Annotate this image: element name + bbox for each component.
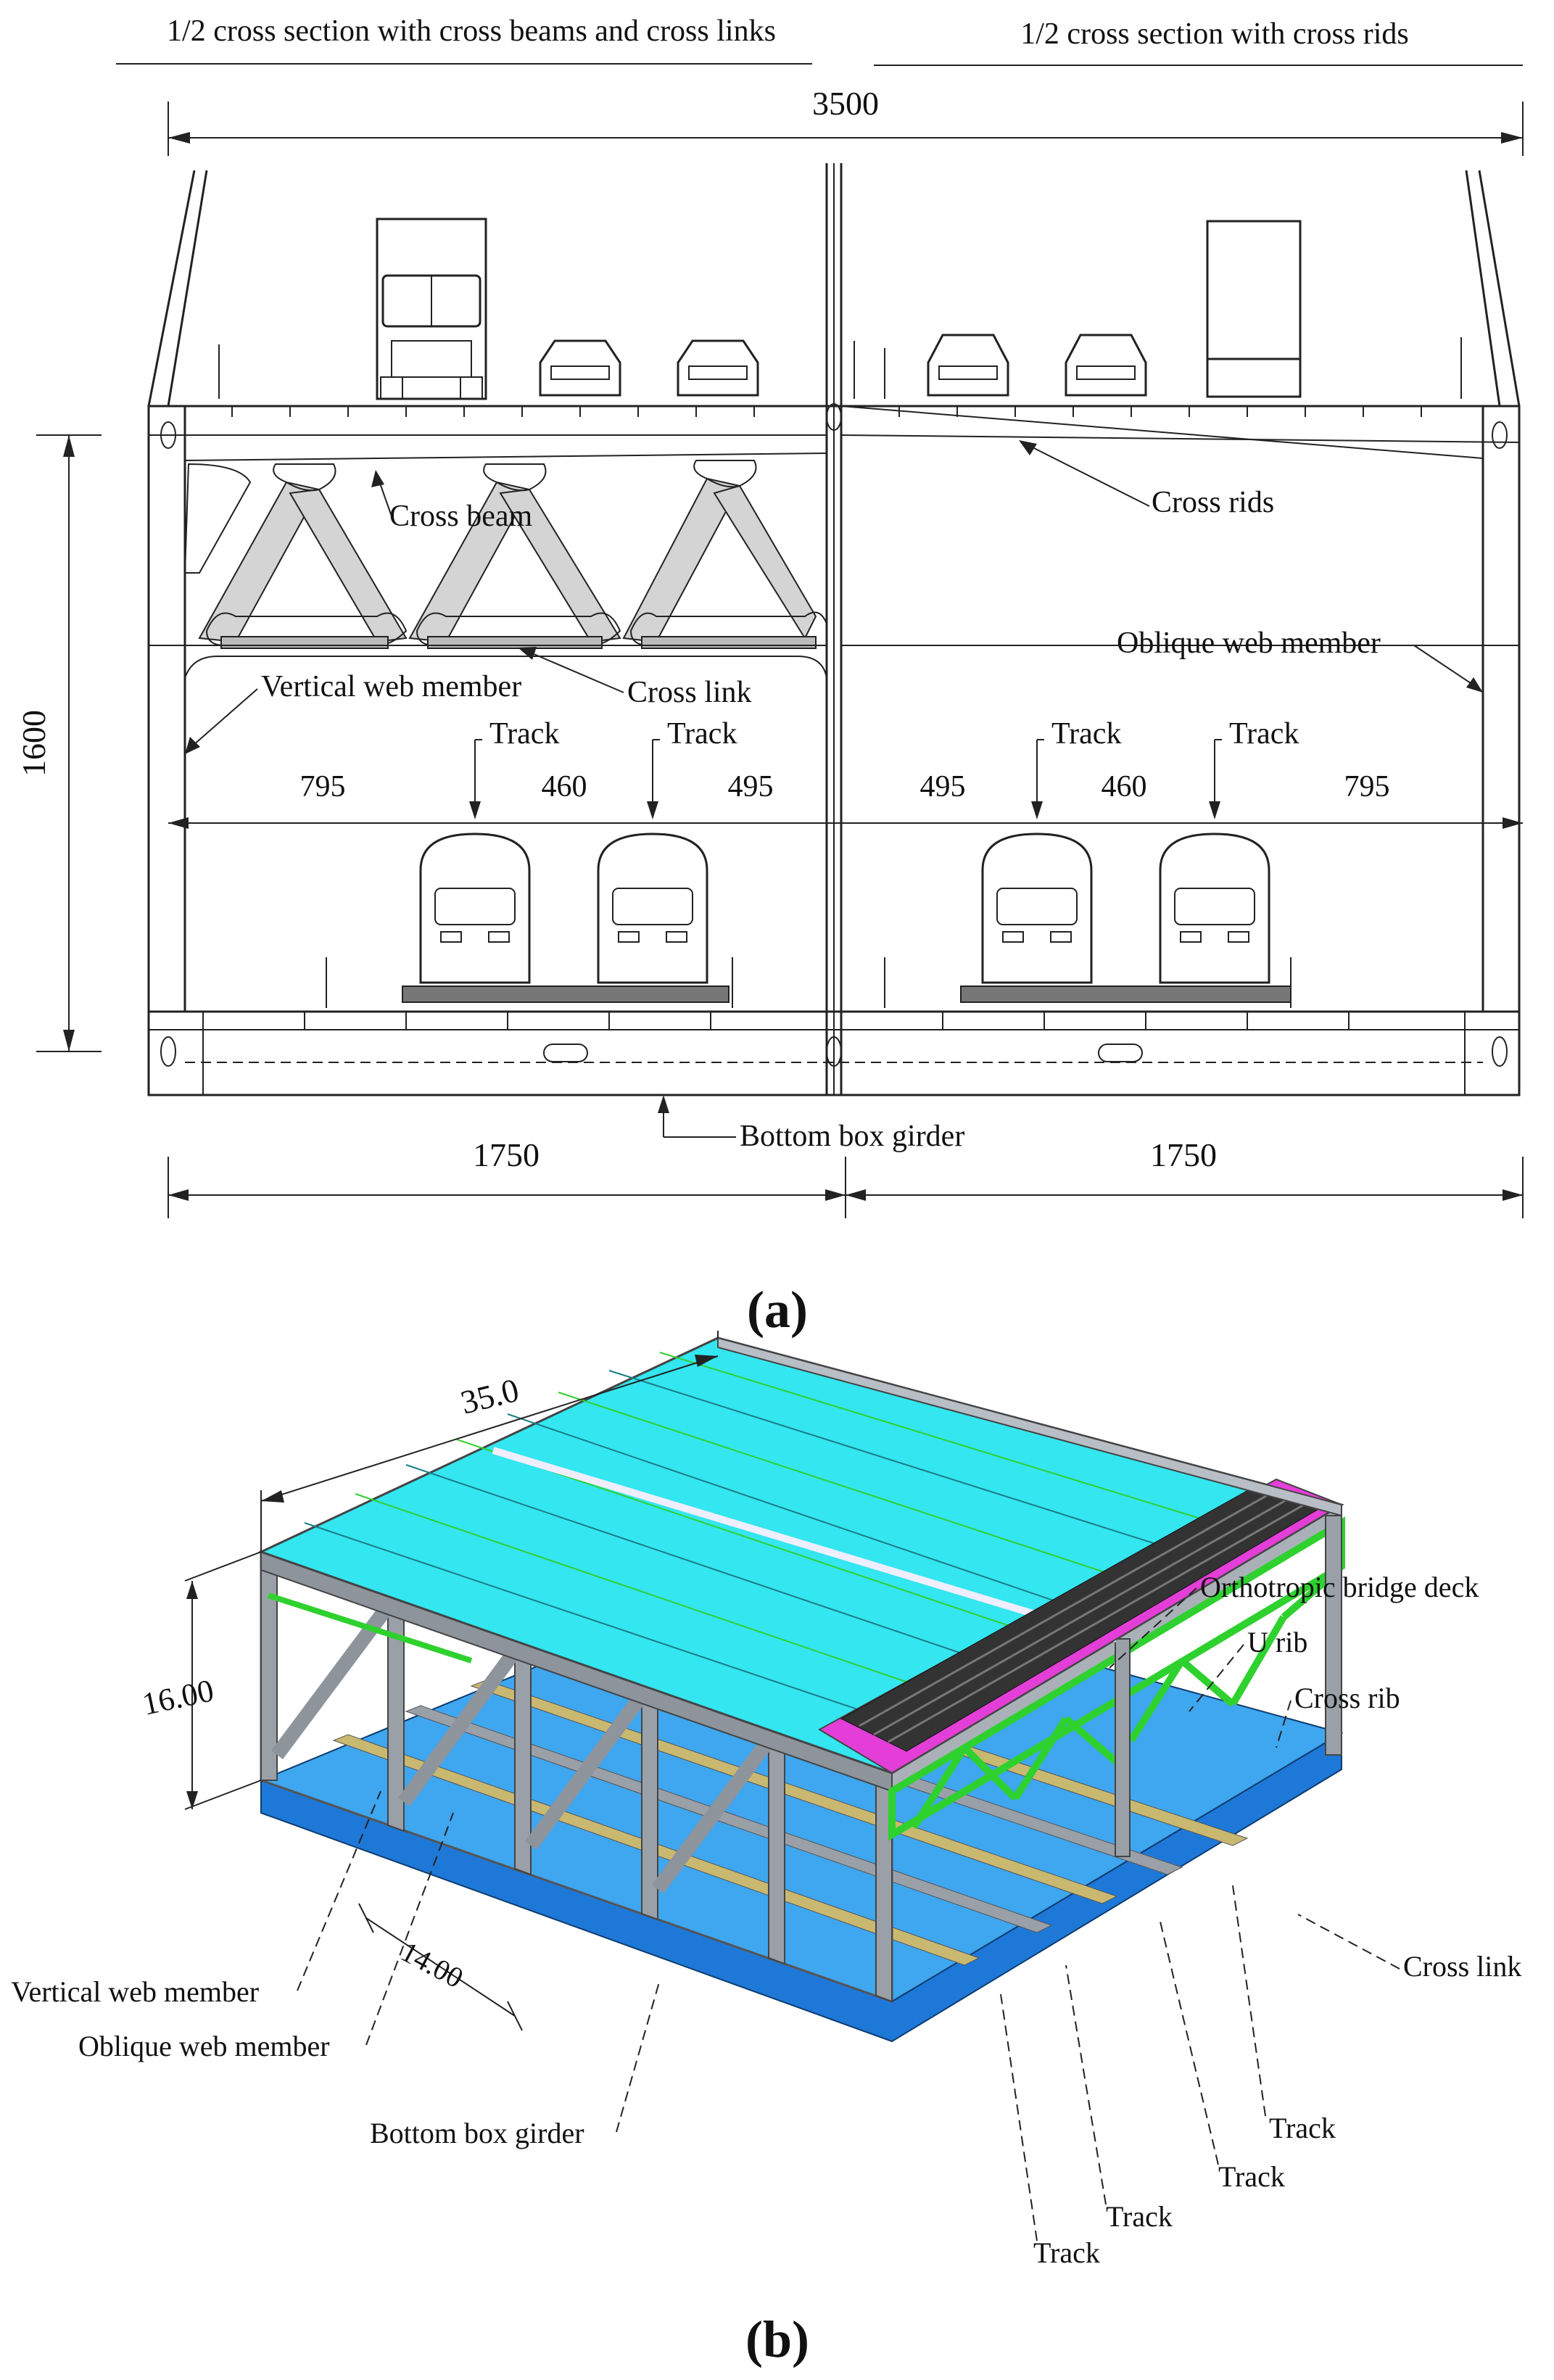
label-cross-link-a: Cross link xyxy=(627,676,752,709)
label-deck: Orthotropic bridge deck xyxy=(1200,1571,1479,1603)
caption-a: (a) xyxy=(747,1281,808,1339)
track-labels-b: Track Track Track Track xyxy=(1000,1885,1336,2269)
dimension-half-left: 1750 xyxy=(473,1136,540,1173)
dimension-total-label: 3500 xyxy=(812,85,879,122)
track-b-4: Track xyxy=(1269,2112,1336,2144)
panel-a-cross-section: 1/2 cross section with cross beams and c… xyxy=(15,15,1524,1339)
seg-right-2: 460 xyxy=(1102,770,1147,803)
cross-links-green xyxy=(267,1516,1345,1841)
track-b-3: Track xyxy=(1218,2160,1285,2193)
deck-ticks xyxy=(231,406,1422,417)
dimension-14-label: 14.00 xyxy=(396,1935,469,1994)
label-bottom-box-b: Bottom box girder xyxy=(370,2117,584,2149)
dimension-35-label: 35.0 xyxy=(457,1371,522,1421)
label-oblique-web-b: Oblique web member xyxy=(78,2030,330,2062)
dimension-14: 14.00 xyxy=(358,1903,523,2031)
car-left-2-icon xyxy=(677,339,759,397)
deck-joints xyxy=(304,1352,1262,1734)
dimension-halves: 1750 1750 xyxy=(168,1136,1524,1218)
panel-b-3d-model: 35.0 16.00 14.00 Orthotropic bridge deck… xyxy=(11,1331,1521,2368)
cross-beam-truss xyxy=(183,460,827,646)
seg-left-1: 795 xyxy=(300,770,346,803)
track-label-2: Track xyxy=(667,717,737,751)
track-b-1: Track xyxy=(1033,2236,1100,2269)
train-2-icon xyxy=(597,832,708,984)
seg-left-2: 460 xyxy=(542,770,587,803)
train-3-icon xyxy=(981,832,1093,984)
label-cross-link-b: Cross link xyxy=(1403,1950,1521,1983)
truck-right-icon xyxy=(1206,220,1302,398)
label-vertical-web-a: Vertical web member xyxy=(261,670,521,703)
car-right-1-icon xyxy=(927,334,1009,397)
dimension-total: 3500 xyxy=(168,85,1524,156)
bottom-box-girder-a xyxy=(149,1010,1519,1095)
car-left-1-icon xyxy=(539,339,621,397)
label-oblique-web-a: Oblique web member xyxy=(1117,627,1381,660)
label-cross-rids: Cross rids xyxy=(1152,486,1274,519)
dimension-half-right: 1750 xyxy=(1150,1136,1217,1173)
caption-b: (b) xyxy=(745,2310,809,2368)
label-vertical-web-b: Vertical web member xyxy=(11,1975,259,2008)
header-left: 1/2 cross section with cross beams and c… xyxy=(167,15,776,48)
track-b-2: Track xyxy=(1106,2200,1173,2233)
exposed-ribs xyxy=(817,1478,1344,1774)
car-right-2-icon xyxy=(1065,334,1147,397)
dimension-height: 1600 xyxy=(15,434,102,1052)
dimension-height-label: 1600 xyxy=(15,710,52,777)
seg-left-3: 495 xyxy=(728,770,774,803)
dimension-16: 16.00 xyxy=(139,1551,262,1810)
track-label-3: Track xyxy=(1051,717,1121,751)
label-cross-beam: Cross beam xyxy=(389,500,532,533)
segment-dimensions: 795 460 495 495 460 795 xyxy=(168,770,1523,834)
track-labels-a: Track Track Track Track xyxy=(469,717,1299,819)
header-right: 1/2 cross section with cross rids xyxy=(1020,17,1408,51)
label-u-rib: U rib xyxy=(1247,1626,1307,1658)
seg-right-3: 795 xyxy=(1344,770,1390,803)
train-1-icon xyxy=(419,832,531,984)
cross-link-bars xyxy=(220,636,817,649)
label-cross-rib: Cross rib xyxy=(1294,1682,1400,1714)
dimension-16-label: 16.00 xyxy=(139,1672,217,1722)
track-label-4: Track xyxy=(1229,717,1299,751)
seg-right-1: 495 xyxy=(920,770,966,803)
truck-left-icon xyxy=(376,218,487,400)
train-4-icon xyxy=(1159,832,1270,984)
track-label-1: Track xyxy=(489,717,559,751)
label-bottom-box-a: Bottom box girder xyxy=(740,1120,964,1153)
front-web-members xyxy=(260,1550,893,2004)
